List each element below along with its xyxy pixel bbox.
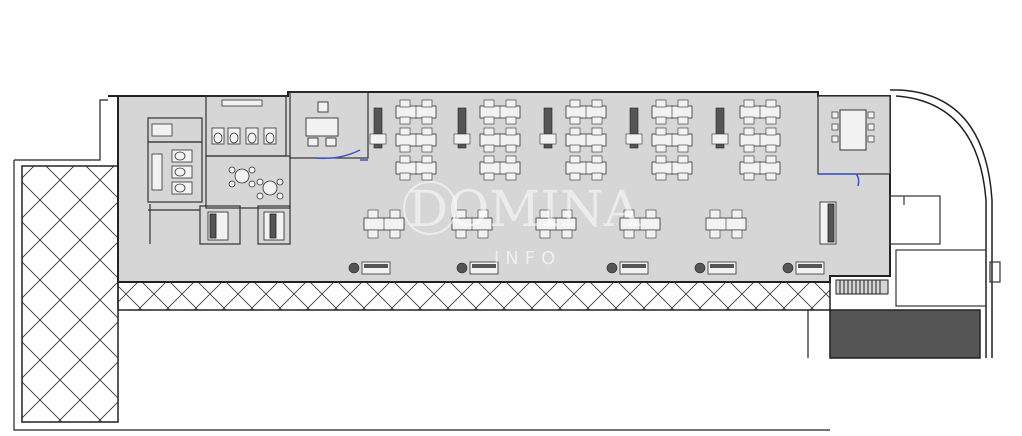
cafe-tables (228, 166, 284, 200)
workstation-icon (651, 99, 693, 181)
storage-divider (715, 107, 725, 149)
storage-divider (629, 107, 639, 149)
watermark-brand: DOMINA (408, 180, 641, 238)
lounge-seats (348, 261, 825, 275)
workstation-icon (705, 209, 747, 239)
workstation-icon (739, 99, 781, 181)
sofa-icon (207, 211, 285, 241)
stair-core (829, 279, 981, 359)
workstation-icon (395, 99, 437, 181)
sofa-icon (361, 261, 391, 275)
workstation-icon (619, 209, 661, 239)
plant-icon (782, 262, 794, 274)
workstation-icon (363, 209, 405, 239)
partitions (147, 91, 369, 245)
plant-icon (694, 262, 706, 274)
plant-icon (606, 262, 618, 274)
plant-icon (456, 262, 468, 274)
sofa-icon (795, 261, 825, 275)
watermark: DOMINA INFO (403, 180, 641, 269)
workstation-clusters (395, 99, 781, 181)
workstation-icon (535, 209, 577, 239)
storage-divider (457, 107, 467, 149)
plant-icon (348, 262, 360, 274)
sofa-icon (707, 261, 737, 275)
storage-divider (373, 107, 383, 149)
sofa-icon (819, 201, 837, 245)
storage-divider (543, 107, 553, 149)
workstation-icon (565, 99, 607, 181)
sofa-icon (619, 261, 649, 275)
toilet-icon (151, 99, 277, 195)
right-rooms (889, 195, 1001, 307)
terrace-left (21, 165, 119, 423)
manager-desk (305, 101, 361, 160)
office-floor (108, 91, 891, 283)
terrace-bottom (117, 281, 831, 311)
meeting-room (817, 95, 891, 187)
desk-pods (363, 209, 747, 239)
curved-facade (890, 89, 993, 358)
watermark-sub: INFO (494, 248, 561, 269)
sofa-icon (469, 261, 499, 275)
storage-dividers (369, 107, 729, 149)
workstation-icon (451, 209, 493, 239)
workstation-icon (479, 99, 521, 181)
